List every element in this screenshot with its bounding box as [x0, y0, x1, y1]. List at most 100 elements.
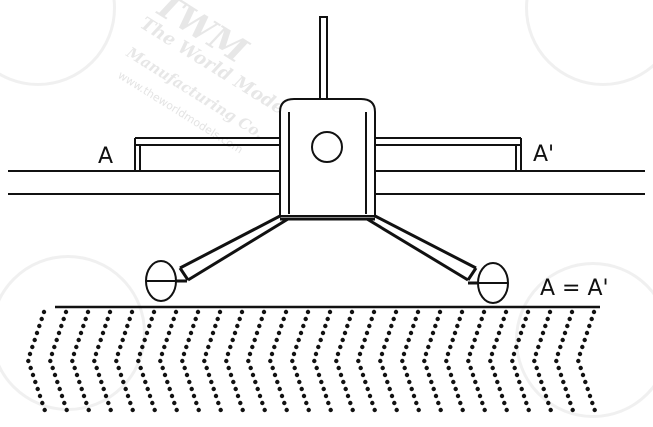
soil-dot	[459, 309, 465, 315]
soil-dot	[76, 337, 81, 343]
soil-dot	[34, 330, 40, 336]
soil-dot	[448, 344, 453, 350]
label-a-prime: A'	[533, 142, 555, 167]
soil-dot	[482, 407, 487, 413]
soil-dot	[450, 337, 455, 343]
soil-dot	[338, 372, 344, 378]
soil-dot	[455, 323, 460, 329]
soil-dot	[499, 323, 504, 329]
soil-dot	[394, 407, 399, 413]
soil-dot	[103, 393, 109, 399]
soil-dot	[118, 344, 123, 350]
soil-dot	[140, 344, 145, 350]
soil-dot	[426, 372, 432, 378]
soil-dot	[261, 309, 267, 315]
watermark-seal-bottom-right	[515, 262, 653, 418]
soil-dot	[494, 337, 499, 343]
soil-dot	[189, 386, 194, 392]
soil-dot	[305, 309, 311, 315]
soil-dot	[191, 323, 196, 329]
soil-dot	[472, 337, 477, 343]
soil-dot	[100, 330, 106, 336]
soil-dot	[362, 337, 367, 343]
soil-dot	[481, 309, 487, 315]
soil-dot	[115, 351, 121, 357]
soil-dot	[475, 386, 480, 392]
soil-dot	[282, 400, 287, 406]
soil-dot	[334, 358, 339, 364]
soil-dot	[55, 379, 60, 385]
soil-dot	[349, 309, 355, 315]
left-tail-plane	[134, 137, 280, 171]
soil-dot	[64, 407, 69, 413]
soil-dot	[125, 323, 130, 329]
soil-dot	[120, 337, 125, 343]
soil-dot	[466, 358, 471, 364]
soil-dot	[81, 323, 86, 329]
soil-dot	[578, 365, 583, 371]
soil-dot	[543, 393, 549, 399]
soil-dot	[347, 316, 352, 322]
soil-dot	[174, 407, 179, 413]
soil-dot	[521, 323, 526, 329]
soil-dot	[303, 316, 308, 322]
soil-dot	[510, 358, 515, 364]
soil-dot	[409, 386, 414, 392]
soil-dot	[548, 407, 553, 413]
soil-dot	[79, 386, 84, 392]
soil-dot	[84, 400, 89, 406]
soil-dot	[143, 379, 148, 385]
soil-dot	[348, 400, 353, 406]
soil-dot	[313, 351, 319, 357]
soil-dot	[365, 386, 370, 392]
soil-dot	[326, 400, 331, 406]
soil-dot	[296, 337, 301, 343]
soil-dot	[568, 400, 573, 406]
soil-dot	[30, 344, 35, 350]
soil-dot	[415, 309, 421, 315]
soil-dot	[533, 351, 539, 357]
soil-dot	[426, 344, 431, 350]
soil-dot	[41, 309, 47, 315]
soil-dot	[540, 330, 546, 336]
soil-dot	[584, 330, 590, 336]
soil-dot	[407, 379, 412, 385]
soil-dot	[587, 393, 593, 399]
soil-dot	[225, 351, 231, 357]
soil-dot	[541, 386, 546, 392]
soil-dot	[554, 358, 559, 364]
soil-dot	[502, 400, 507, 406]
soil-dot	[406, 337, 411, 343]
soil-dot	[430, 330, 436, 336]
soil-dot	[276, 330, 282, 336]
soil-dot	[380, 365, 385, 371]
soil-dot	[26, 358, 31, 364]
soil-dot	[172, 400, 177, 406]
soil-dot	[122, 330, 128, 336]
soil-dot	[277, 386, 282, 392]
right-wheel	[468, 262, 509, 304]
soil-dot	[446, 365, 451, 371]
soil-dot	[106, 400, 111, 406]
soil-dot	[492, 372, 498, 378]
soil-dot	[107, 309, 113, 315]
soil-dot	[539, 379, 544, 385]
soil-dot	[497, 386, 502, 392]
soil-dot	[479, 316, 484, 322]
soil-dot	[411, 393, 417, 399]
soil-dot	[504, 407, 509, 413]
soil-dot	[404, 372, 410, 378]
soil-dot	[477, 323, 482, 329]
soil-dot	[52, 344, 57, 350]
soil-dot	[272, 344, 277, 350]
soil-dot	[193, 316, 198, 322]
soil-dot	[129, 309, 135, 315]
soil-dot	[74, 372, 80, 378]
soil-dot	[149, 316, 154, 322]
soil-dot	[516, 337, 521, 343]
soil-dot	[162, 372, 168, 378]
soil-dot	[128, 400, 133, 406]
soil-dot	[92, 358, 97, 364]
soil-dot	[565, 393, 571, 399]
